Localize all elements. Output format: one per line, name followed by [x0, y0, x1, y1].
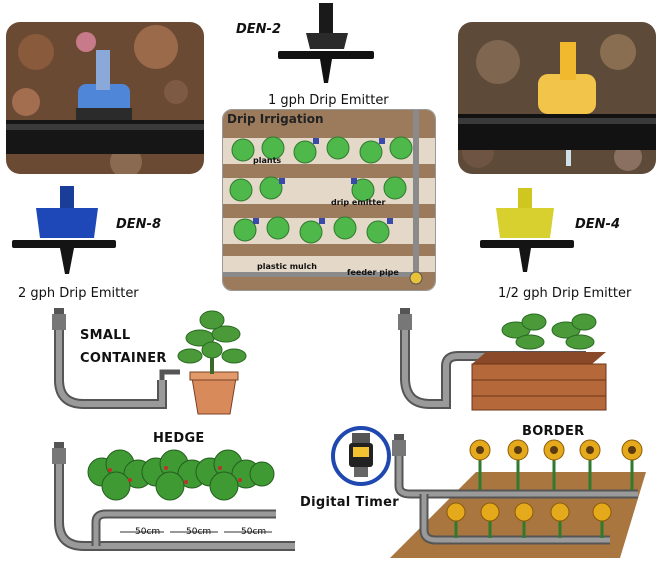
- diagram-label-plants: plants: [253, 156, 282, 165]
- hedge-spacing-1: 50cm: [135, 527, 161, 537]
- hedge-illustration: [40, 442, 300, 557]
- den8-caption: 2 gph Drip Emitter: [18, 286, 139, 301]
- den2-code: DEN-2: [236, 22, 281, 37]
- border-illustration: [380, 430, 656, 558]
- diagram-title: Drip Irrigation: [227, 112, 324, 126]
- raised-bed-illustration: [386, 308, 626, 418]
- den4-emitter-image: [478, 188, 578, 276]
- hedge-title: HEDGE: [153, 431, 205, 446]
- border-title: BORDER: [522, 424, 585, 439]
- den4-caption: 1/2 gph Drip Emitter: [498, 286, 632, 301]
- den2-caption: 1 gph Drip Emitter: [268, 93, 389, 108]
- small-container-label-line2: CONTAINER: [80, 351, 167, 366]
- digital-timer-icon: [330, 425, 392, 487]
- diagram-label-drip-emitter: drip emitter: [331, 198, 386, 207]
- den4-code: DEN-4: [575, 217, 620, 232]
- hedge-spacing-2: 50cm: [186, 527, 212, 537]
- den2-emitter-image: [272, 3, 382, 89]
- drip-irrigation-diagram: Drip Irrigation plants drip emitter plas…: [222, 109, 436, 291]
- photo-blue-emitter: [6, 22, 204, 174]
- diagram-label-feeder-pipe: feeder pipe: [347, 268, 399, 277]
- hedge-spacing-3: 50cm: [241, 527, 267, 537]
- diagram-label-plastic-mulch: plastic mulch: [257, 262, 317, 271]
- den8-code: DEN-8: [116, 217, 161, 232]
- small-container-label-line1: SMALL: [80, 328, 131, 343]
- digital-timer-label: Digital Timer: [300, 495, 399, 510]
- photo-yellow-emitter: [458, 22, 656, 174]
- small-container-illustration: [40, 308, 250, 423]
- den8-emitter-image: [10, 186, 120, 278]
